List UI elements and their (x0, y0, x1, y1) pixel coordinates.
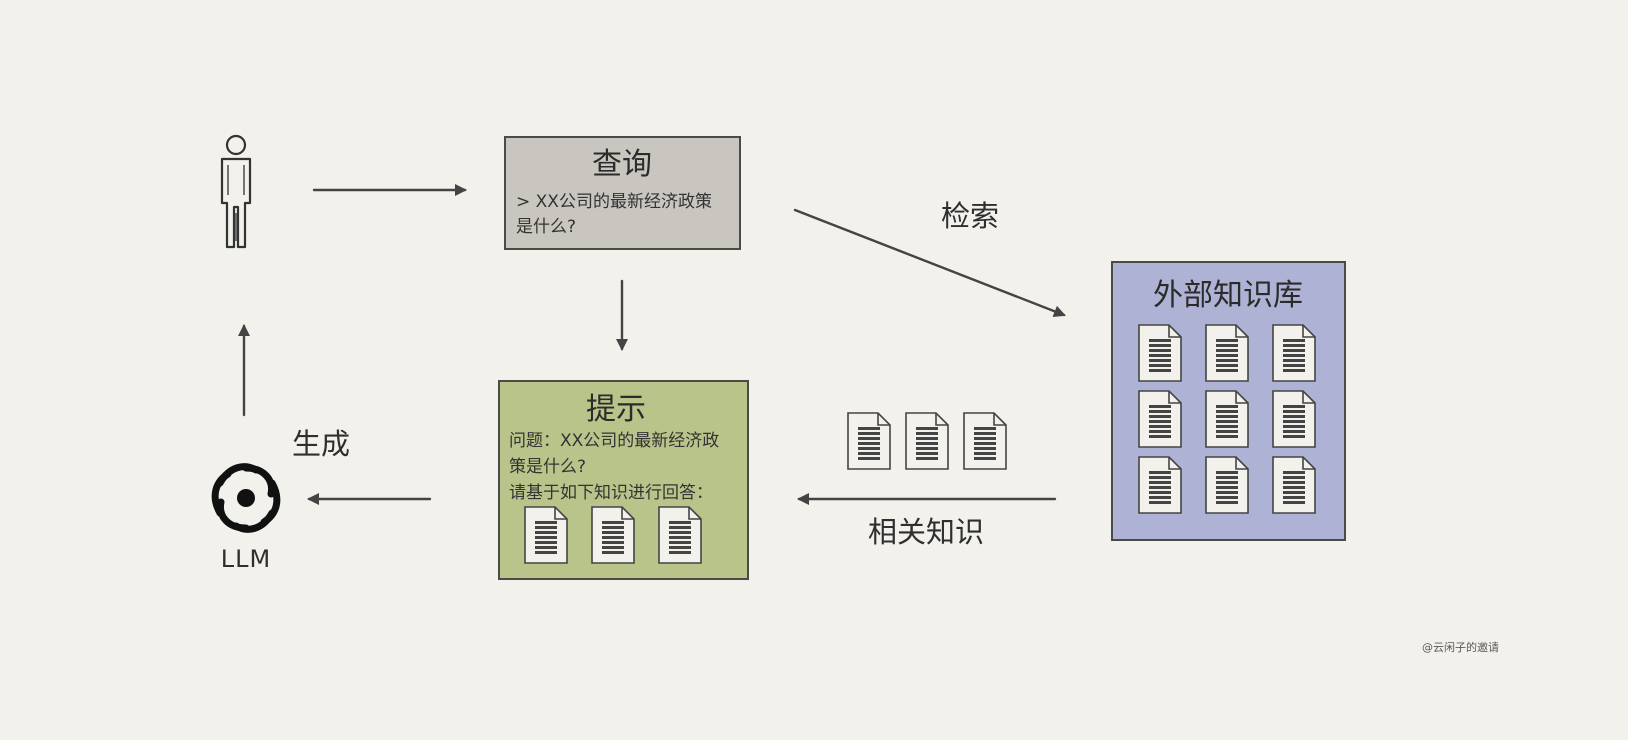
prompt-line-2: 策是什么? (509, 457, 586, 477)
related-knowledge-label: 相关知识 (868, 515, 984, 549)
query-box: 查询 > XX公司的最新经济政策 是什么? (504, 136, 741, 250)
document-icon (524, 506, 568, 564)
retrieved-documents (847, 412, 1007, 470)
llm-node: LLM (211, 463, 281, 573)
document-icon (591, 506, 635, 564)
prompt-line-1: 问题：XX公司的最新经济政 (509, 431, 719, 451)
document-icon (963, 412, 1007, 470)
document-icon (1205, 324, 1249, 382)
generate-label: 生成 (292, 427, 350, 461)
query-line-1: > XX公司的最新经济政策 (516, 192, 712, 212)
retrieve-label: 检索 (941, 199, 999, 233)
openai-logo-icon (211, 463, 281, 533)
connectors (238, 184, 1066, 505)
knowledge-base-title: 外部知识库 (1153, 278, 1303, 313)
document-icon (847, 412, 891, 470)
document-icon (1138, 324, 1182, 382)
watermark: @云闲子的邀请 (1422, 640, 1499, 654)
document-icon (1138, 390, 1182, 448)
document-icon (1205, 390, 1249, 448)
person-icon (220, 134, 252, 249)
document-icon (1272, 456, 1316, 514)
prompt-title: 提示 (586, 392, 646, 427)
prompt-line-3: 请基于如下知识进行回答： (509, 483, 713, 503)
document-icon (1138, 456, 1182, 514)
document-icon (1205, 456, 1249, 514)
knowledge-base-box: 外部知识库 (1111, 261, 1346, 541)
document-icon (1272, 390, 1316, 448)
query-title: 查询 (592, 147, 652, 182)
llm-label: LLM (221, 545, 271, 573)
prompt-box: 提示 问题：XX公司的最新经济政 策是什么? 请基于如下知识进行回答： (498, 380, 749, 580)
query-to-knowledge-arrow (793, 208, 1066, 317)
document-icon (1272, 324, 1316, 382)
query-line-2: 是什么? (516, 217, 576, 237)
document-icon (658, 506, 702, 564)
document-icon (905, 412, 949, 470)
